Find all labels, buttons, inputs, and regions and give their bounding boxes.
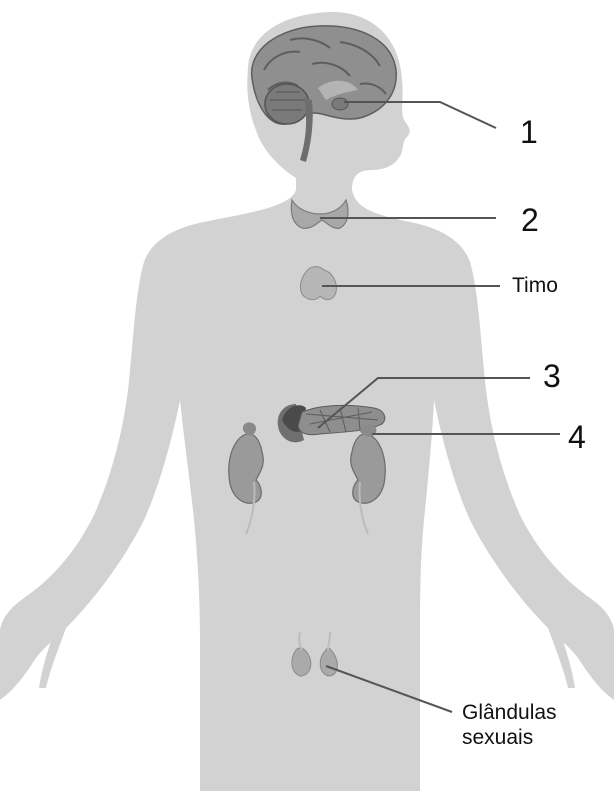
label-timo: Timo xyxy=(512,275,558,296)
label-sexual-line2: sexuais xyxy=(462,725,557,750)
label-1: 1 xyxy=(520,116,538,148)
label-4: 4 xyxy=(568,421,586,453)
label-glandulas-sexuais: Glândulas sexuais xyxy=(462,700,557,750)
label-2: 2 xyxy=(521,204,539,236)
label-3: 3 xyxy=(543,360,561,392)
label-sexual-line1: Glândulas xyxy=(462,700,557,725)
